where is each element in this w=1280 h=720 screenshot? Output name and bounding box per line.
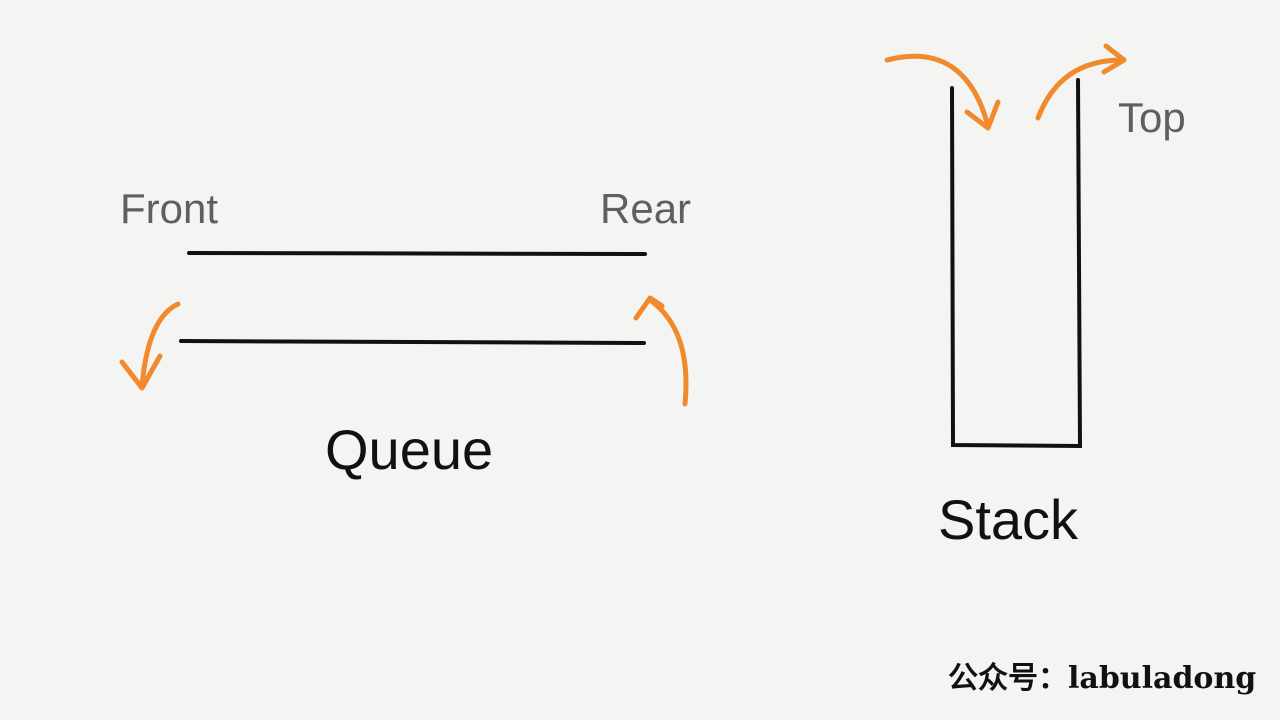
queue-title: Queue [325, 418, 494, 481]
rear-label: Rear [600, 185, 692, 232]
watermark: 公众号：labuladong [948, 661, 1257, 696]
dequeue-arrow-icon [119, 301, 181, 391]
queue-top-line [187, 251, 647, 256]
push-arrow-icon [884, 53, 1001, 131]
enqueue-arrow-icon [633, 295, 689, 407]
stack-container [950, 78, 1083, 449]
top-label: Top [1118, 94, 1186, 141]
pop-arrow-icon [1035, 43, 1127, 121]
queue-bottom-line [179, 339, 646, 345]
front-label: Front [120, 185, 219, 232]
stack-title: Stack [938, 488, 1079, 551]
